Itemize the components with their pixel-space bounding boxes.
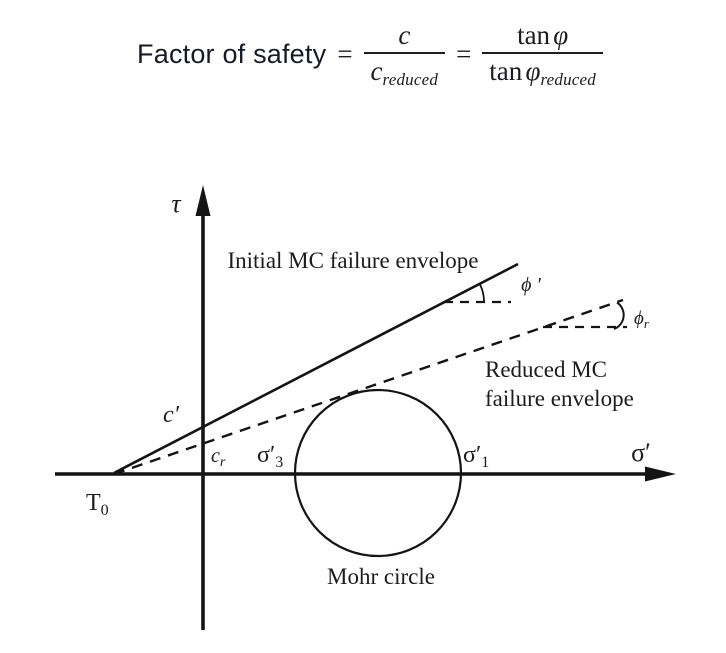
cohesion-denominator-base: c bbox=[370, 56, 383, 87]
reduced-envelope-line bbox=[113, 298, 624, 476]
tan-function-numerator: tan bbox=[517, 20, 551, 50]
reduced-envelope-label-line2: failure envelope bbox=[485, 386, 634, 411]
phi-prime-label: ϕ ′ bbox=[521, 274, 541, 296]
sigma1-subscript: 1 bbox=[481, 454, 489, 471]
tau-axis-label: τ bbox=[171, 189, 182, 218]
phi-reduced-subscript: r bbox=[644, 316, 650, 331]
c-reduced-base: c bbox=[211, 445, 220, 467]
equals-sign-2: = bbox=[456, 39, 472, 70]
factor-of-safety-equation: Factor of safety = c creduced = tan φ ta… bbox=[0, 20, 726, 90]
phi-denominator: φ bbox=[525, 56, 541, 87]
c-prime-label: c′ bbox=[163, 402, 180, 428]
fraction-bar bbox=[482, 52, 603, 55]
tensile-strength-label: T0 bbox=[86, 490, 109, 519]
initial-envelope-line bbox=[113, 262, 519, 475]
phi-reduced-angle-arc bbox=[613, 301, 625, 330]
tensile-base: T bbox=[86, 490, 101, 516]
tensile-subscript: 0 bbox=[101, 502, 109, 519]
sigma-axis-arrowhead-icon bbox=[645, 466, 676, 482]
equals-sign-1: = bbox=[337, 39, 353, 70]
cohesion-fraction: c creduced bbox=[363, 20, 446, 90]
c-reduced-label: cr bbox=[211, 445, 226, 470]
sigma3-subscript: 3 bbox=[275, 454, 283, 471]
friction-denominator-subscript: reduced bbox=[540, 70, 596, 90]
phi-numerator: φ bbox=[553, 20, 569, 50]
phi-reduced-label: ϕr bbox=[634, 308, 650, 331]
c-reduced-subscript: r bbox=[220, 455, 226, 470]
cohesion-numerator: c bbox=[398, 20, 411, 50]
mohr-circle-shape bbox=[293, 388, 463, 558]
tau-axis-arrowhead-icon bbox=[195, 185, 211, 216]
sigma1-base: σ′ bbox=[463, 442, 481, 468]
sigma3-base: σ′ bbox=[257, 442, 275, 468]
sigma-axis-label: σ′ bbox=[631, 438, 651, 467]
initial-envelope-label: Initial MC failure envelope bbox=[227, 248, 478, 273]
phi-prime-angle-arc bbox=[479, 284, 485, 303]
sigma3-label: σ′3 bbox=[257, 442, 283, 471]
sigma1-label: σ′1 bbox=[463, 442, 489, 471]
equation-lhs-text: Factor of safety bbox=[137, 39, 327, 70]
phi-reduced-base: ϕ bbox=[634, 308, 644, 329]
reduced-envelope-label-line1: Reduced MC bbox=[485, 357, 607, 382]
tan-function-denominator: tan bbox=[489, 56, 523, 87]
cohesion-denominator-subscript: reduced bbox=[382, 70, 439, 90]
mohr-circle-label: Mohr circle bbox=[327, 564, 435, 589]
friction-fraction: tan φ tan φreduced bbox=[482, 20, 603, 90]
fraction-bar bbox=[363, 52, 446, 55]
